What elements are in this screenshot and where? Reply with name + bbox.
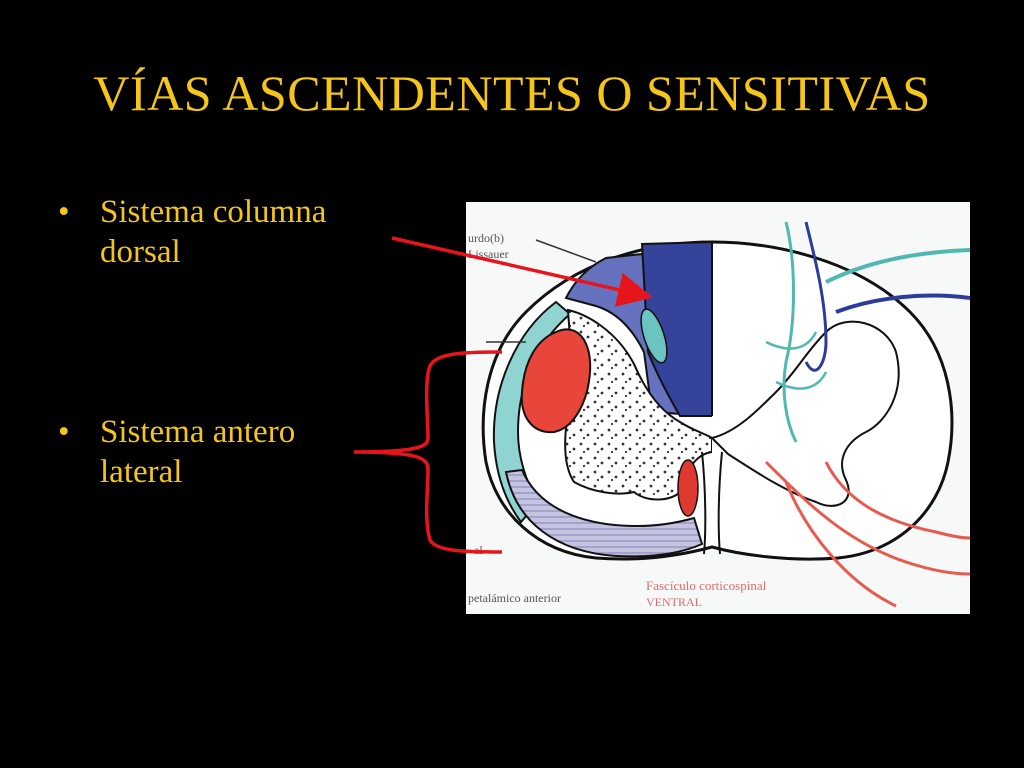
anterior-fissure [701,451,723,555]
bullet-text-line: lateral [100,454,183,490]
bullet-marker: • [58,414,70,450]
bullet-text-line: dorsal [100,234,181,270]
diagram-label: al [474,543,483,557]
diagram-label: urdo(b) [468,231,504,245]
teal-fiber [782,221,798,443]
red-fiber-2 [824,461,970,540]
bullet-marker: • [58,194,70,230]
blue-fiber [804,221,828,372]
diagram-label: Fascículo corticospinal [646,578,767,593]
blue-fiber-top [835,293,970,314]
diagram-label: Lissauer [468,247,509,261]
spinothalamic-tract [520,328,592,434]
red-fiber-1 [764,460,970,576]
bullet-text: Sistema columna dorsal [100,192,400,272]
teal-fiber-branch [765,331,828,390]
slide-title: VÍAS ASCENDENTES O SENSITIVAS [93,65,931,121]
spinal-cord-diagram: urdo(b) Lissauer al petalámico anterior … [466,202,970,614]
fasciculus-gracilis [640,240,712,417]
teal-fiber-top [825,248,970,284]
diagram-label: petalámico anterior [468,591,561,605]
teal-oval [640,308,668,364]
bullet-text: Sistema antero lateral [100,412,400,492]
bullet-text-line: Sistema antero [100,414,296,450]
bullet-text-line: Sistema columna [100,194,327,230]
red-fiber-3 [784,481,897,608]
anterior-tract [504,468,704,558]
diagram-label: VENTRAL [646,595,702,609]
corticospinal-ventral-tract [677,459,699,517]
